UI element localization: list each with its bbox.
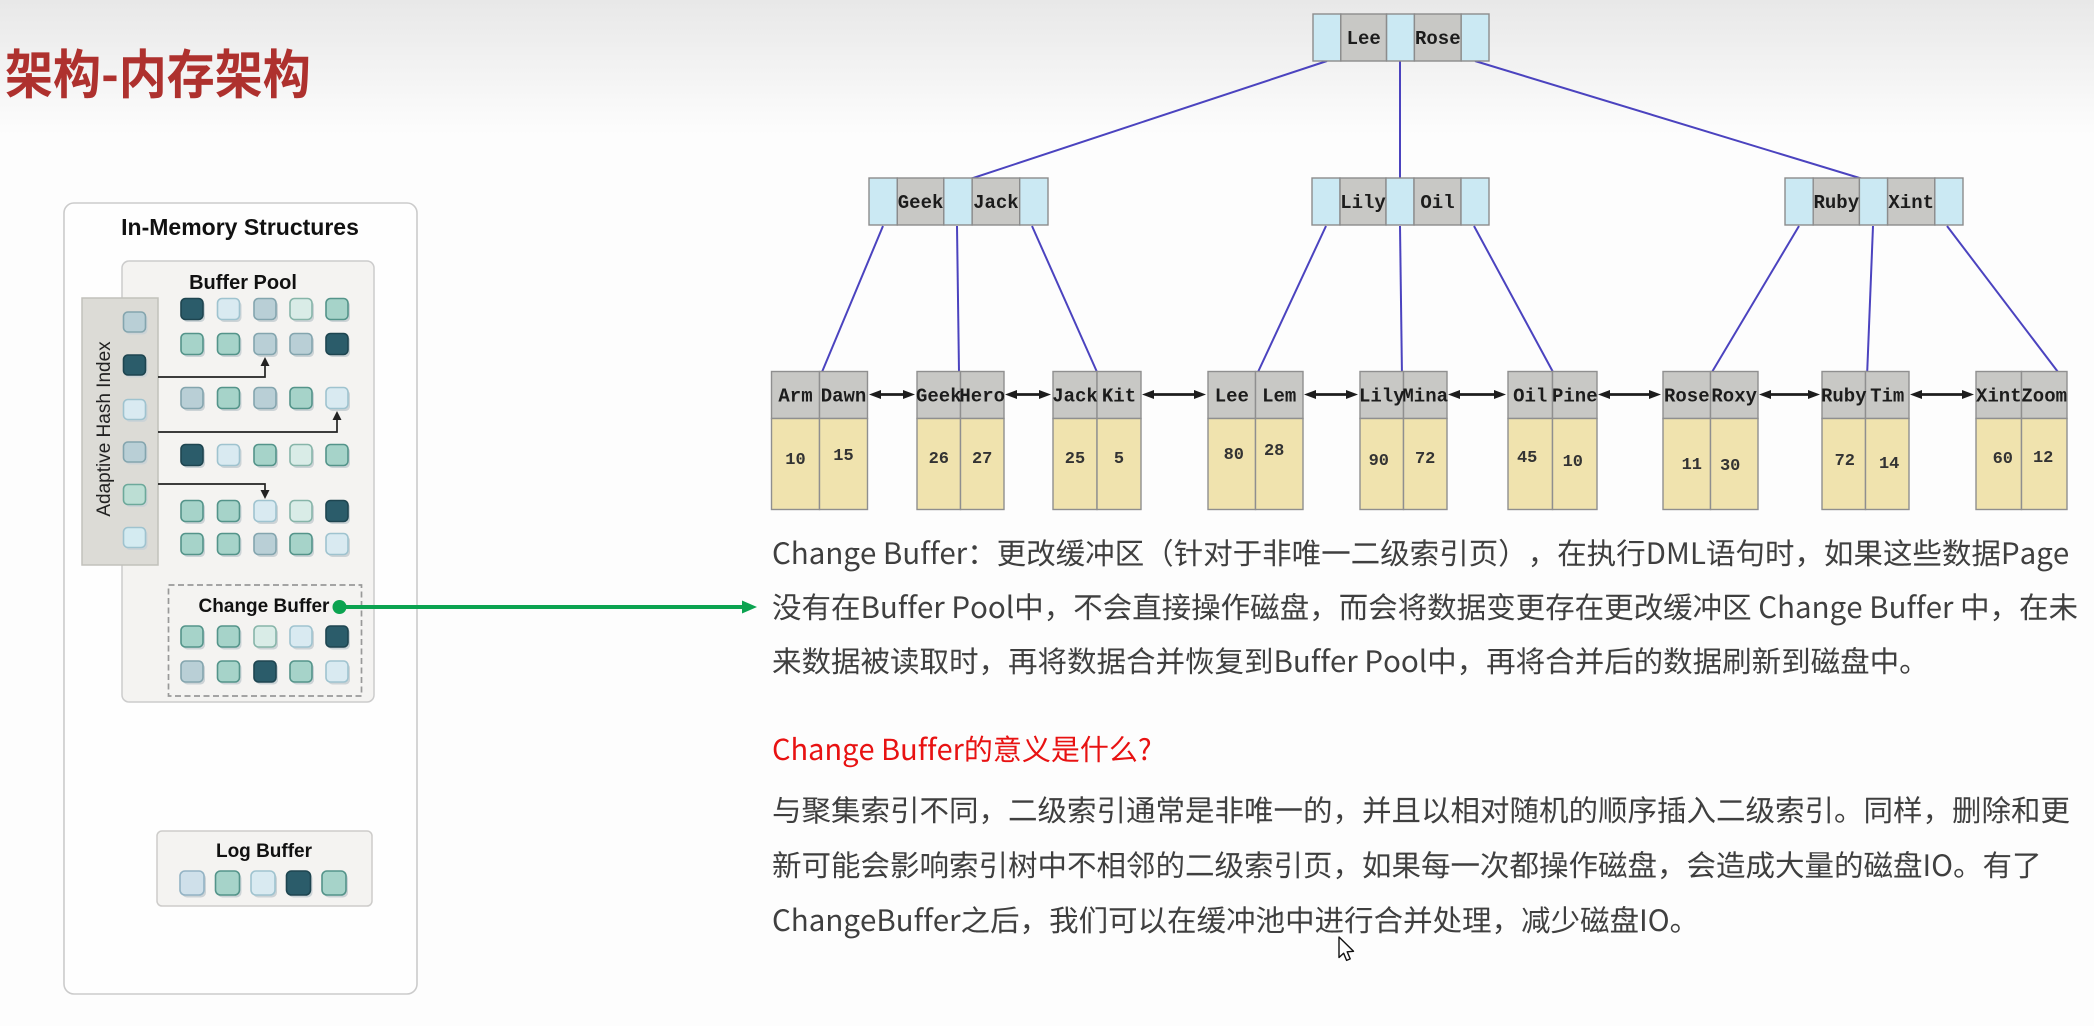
svg-text:45: 45 [1517, 449, 1537, 468]
svg-text:Lee: Lee [1347, 28, 1381, 50]
svg-text:Ruby: Ruby [1813, 192, 1859, 214]
svg-text:26: 26 [929, 450, 949, 469]
svg-text:Buffer Pool: Buffer Pool [189, 272, 297, 294]
svg-text:12: 12 [2033, 449, 2053, 468]
svg-text:11: 11 [1682, 456, 1702, 475]
svg-text:Adaptive Hash Index: Adaptive Hash Index [94, 341, 115, 517]
svg-text:In-Memory Structures: In-Memory Structures [121, 214, 359, 240]
svg-text:30: 30 [1720, 457, 1740, 476]
svg-text:Jack: Jack [1052, 386, 1098, 408]
svg-text:Lem: Lem [1262, 386, 1296, 408]
svg-text:15: 15 [833, 447, 853, 466]
svg-text:Lily: Lily [1359, 386, 1405, 408]
svg-text:5: 5 [1114, 450, 1124, 469]
svg-text:Geek: Geek [916, 386, 962, 408]
svg-text:Pine: Pine [1552, 386, 1598, 408]
svg-text:60: 60 [1993, 450, 2013, 469]
svg-text:Oil: Oil [1420, 192, 1454, 214]
svg-text:Dawn: Dawn [821, 386, 867, 408]
svg-text:Lee: Lee [1215, 386, 1249, 408]
svg-text:Lily: Lily [1340, 192, 1386, 214]
svg-text:90: 90 [1369, 452, 1389, 471]
svg-text:72: 72 [1415, 450, 1435, 469]
svg-text:14: 14 [1879, 455, 1899, 474]
svg-text:Rose: Rose [1664, 386, 1710, 408]
svg-text:10: 10 [785, 451, 805, 470]
svg-text:Geek: Geek [898, 192, 944, 214]
svg-text:72: 72 [1835, 452, 1855, 471]
svg-text:Log Buffer: Log Buffer [216, 841, 313, 862]
svg-text:Hero: Hero [959, 386, 1005, 408]
svg-text:Kit: Kit [1102, 386, 1136, 408]
svg-text:Zoom: Zoom [2021, 386, 2067, 408]
svg-text:Mina: Mina [1402, 386, 1448, 408]
svg-text:10: 10 [1563, 453, 1583, 472]
svg-text:25: 25 [1065, 450, 1085, 469]
svg-text:Oil: Oil [1513, 386, 1547, 408]
svg-text:Jack: Jack [973, 192, 1019, 214]
svg-text:Change Buffer: Change Buffer [199, 596, 331, 617]
svg-text:Tim: Tim [1870, 386, 1904, 408]
svg-text:Roxy: Roxy [1711, 386, 1757, 408]
svg-text:28: 28 [1264, 442, 1284, 461]
svg-text:Arm: Arm [778, 386, 812, 408]
svg-text:Xint: Xint [1888, 192, 1934, 214]
svg-text:Xint: Xint [1976, 386, 2022, 408]
svg-text:Ruby: Ruby [1821, 386, 1867, 408]
svg-text:80: 80 [1224, 446, 1244, 465]
svg-text:Rose: Rose [1415, 28, 1461, 50]
svg-text:27: 27 [972, 450, 992, 469]
